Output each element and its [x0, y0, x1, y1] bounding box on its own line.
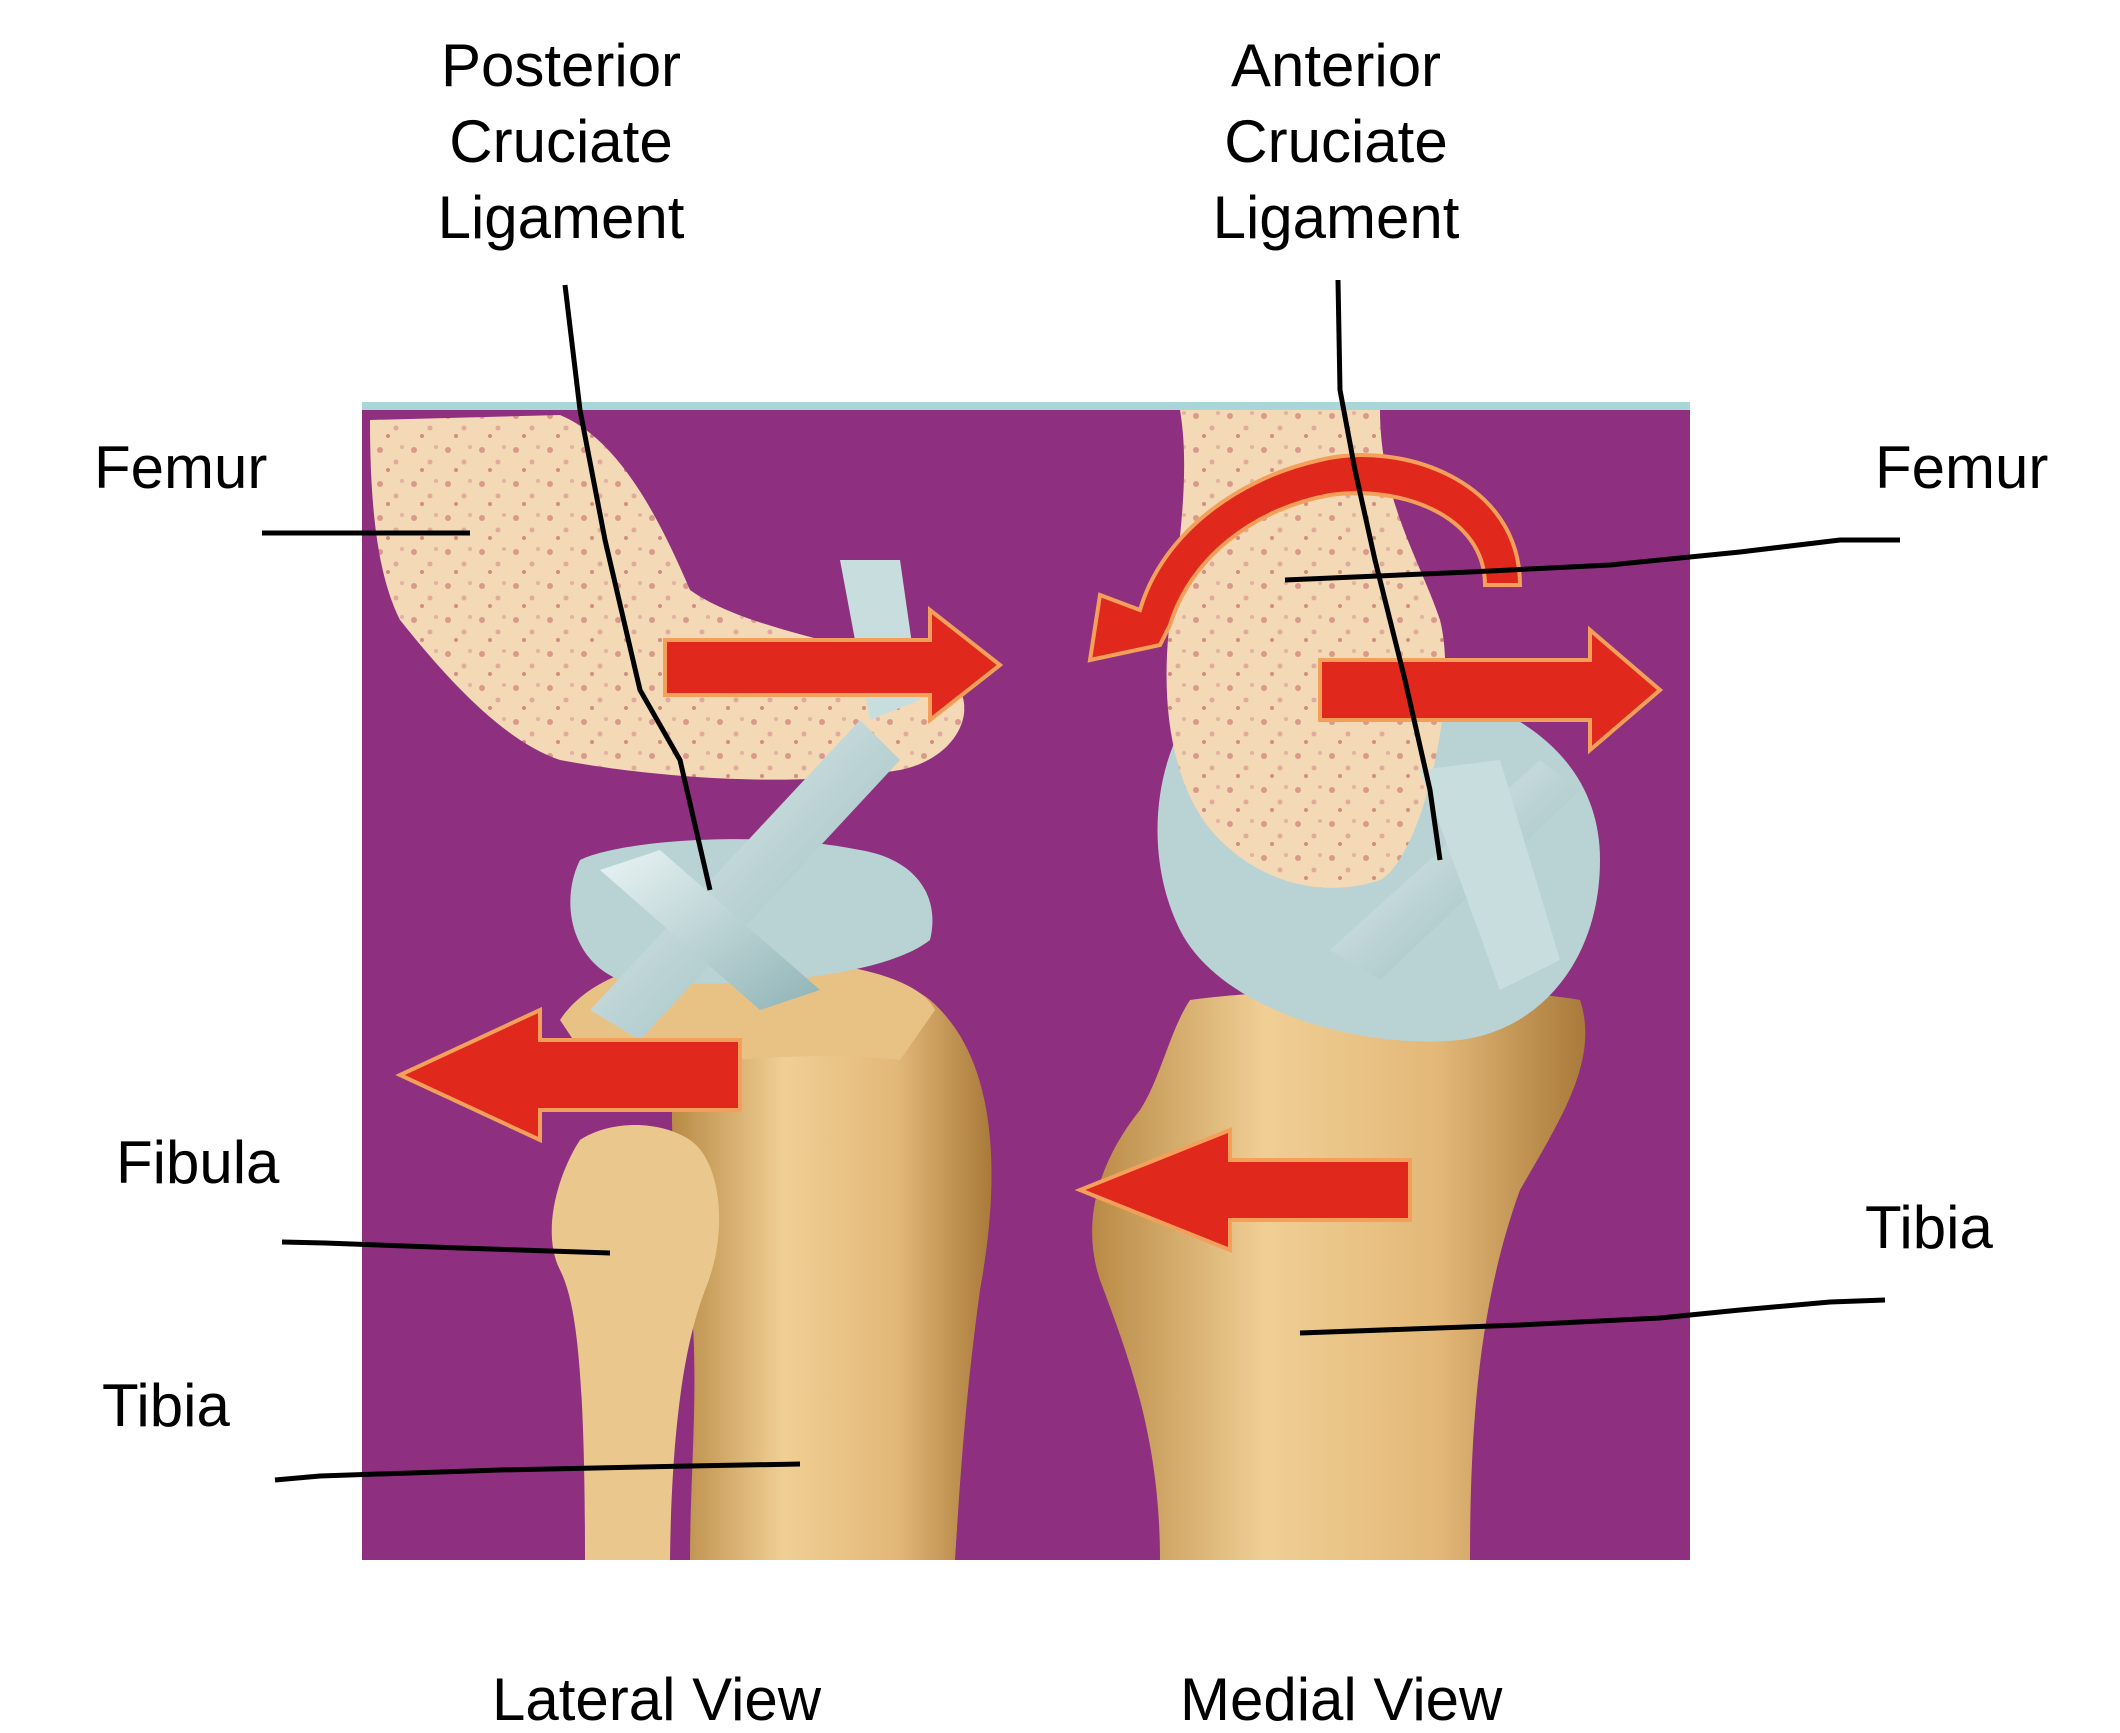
- label-medial-view: Medial View: [1180, 1672, 1502, 1728]
- label-fibula: Fibula: [116, 1125, 279, 1201]
- label-tibia-left: Tibia: [102, 1368, 230, 1444]
- label-femur-left: Femur: [94, 430, 267, 506]
- label-anterior-line1: Anterior: [1156, 28, 1516, 104]
- label-posterior-line1: Posterior: [381, 28, 741, 104]
- label-tibia-right: Tibia: [1865, 1190, 1993, 1266]
- label-lateral-view: Lateral View: [492, 1672, 821, 1728]
- label-posterior-cruciate: Posterior Cruciate Ligament: [381, 28, 741, 256]
- label-anterior-line2: Cruciate: [1156, 104, 1516, 180]
- panel-top-edge: [362, 402, 1690, 410]
- label-posterior-line3: Ligament: [381, 180, 741, 256]
- label-posterior-line2: Cruciate: [381, 104, 741, 180]
- label-anterior-line3: Ligament: [1156, 180, 1516, 256]
- label-anterior-cruciate: Anterior Cruciate Ligament: [1156, 28, 1516, 256]
- label-femur-right: Femur: [1875, 430, 2048, 506]
